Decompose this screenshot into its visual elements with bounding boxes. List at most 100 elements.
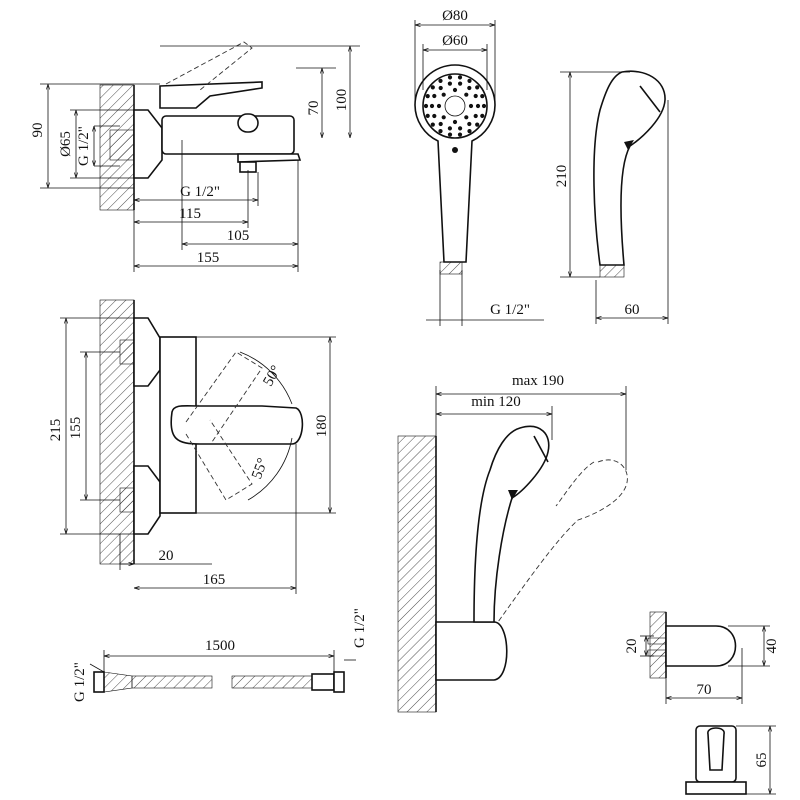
spray-nozzle (464, 115, 469, 120)
dim-50deg: 50° (260, 363, 284, 389)
shower-mounted (473, 425, 550, 623)
spray-nozzle (429, 103, 435, 109)
dim-g12-hose-right: G 1/2" (352, 608, 368, 648)
spray-nozzle (447, 81, 452, 86)
spray-nozzle (432, 93, 437, 99)
spray-nozzle (452, 119, 458, 125)
spray-nozzle (473, 93, 478, 99)
spray-nozzle (430, 122, 435, 127)
spray-nozzle (430, 85, 435, 90)
spray-nozzle (447, 132, 453, 137)
holder-side-view (640, 611, 770, 704)
dim-d65: Ø65 (58, 131, 74, 157)
holder-front-slot (707, 727, 725, 771)
dim-100: 100 (334, 89, 350, 112)
dim-1500: 1500 (205, 638, 235, 654)
mixer-handle (159, 81, 263, 109)
spray-nozzle (438, 121, 443, 127)
wall-hatch-front (99, 299, 135, 565)
mixer-front-view (60, 299, 336, 594)
upper-flange (133, 317, 161, 387)
spray-nozzle (447, 126, 452, 131)
spray-nozzle (438, 78, 443, 83)
handle-ghost-up (185, 351, 263, 443)
dim-70: 70 (306, 101, 322, 116)
spray-nozzle (452, 87, 458, 93)
spray-nozzle (480, 113, 485, 118)
shower-hose (89, 650, 356, 693)
dim-155-front: 155 (68, 417, 84, 440)
spray-nozzle (481, 103, 487, 109)
spray-nozzle (436, 103, 442, 109)
shower-ghost-max (497, 459, 628, 623)
hose-left-nut (93, 671, 105, 693)
shower-holder-assembly (397, 386, 628, 713)
spray-nozzle (473, 113, 478, 119)
spray-nozzle (467, 129, 472, 134)
mixer-side-view (40, 41, 360, 272)
dim-155-top: 155 (197, 250, 220, 266)
dim-g12-bottom: G 1/2" (180, 184, 220, 200)
spray-nozzle (458, 81, 463, 86)
holder-front-view (685, 725, 776, 795)
dim-210: 210 (554, 165, 570, 188)
shower-side-outline (593, 70, 666, 266)
dim-40-holder: 40 (764, 639, 780, 654)
spray-nozzle (425, 94, 430, 99)
dim-165: 165 (203, 572, 226, 588)
hose-left-cone (103, 671, 133, 693)
dim-60: 60 (625, 302, 640, 318)
wall-hatch-holder (397, 435, 437, 713)
front-handle (170, 404, 304, 445)
spray-nozzle (475, 103, 481, 109)
spray-nozzle (441, 92, 446, 97)
shower-head-side (560, 70, 669, 324)
spray-nozzle (425, 113, 430, 118)
spray-nozzle (467, 85, 472, 91)
dim-55deg: 55° (249, 456, 271, 481)
spray-nozzle (467, 78, 472, 83)
hose-right-section (231, 675, 313, 689)
spray-nozzle (458, 126, 463, 131)
dim-115: 115 (179, 206, 201, 222)
spout (237, 153, 302, 163)
dim-215: 215 (48, 419, 64, 442)
dim-min120: min 120 (471, 394, 521, 410)
dim-g12-hose-left: G 1/2" (72, 662, 88, 702)
spray-nozzle (457, 132, 463, 137)
dim-20: 20 (159, 548, 174, 564)
dim-d80: Ø80 (442, 8, 468, 24)
dim-70-holder: 70 (697, 682, 712, 698)
spray-nozzle (457, 75, 463, 80)
spray-nozzle (468, 103, 474, 109)
wall-holder (435, 621, 508, 681)
spray-nozzle (475, 122, 480, 127)
spray-nozzle (480, 94, 485, 99)
dim-max190: max 190 (512, 373, 564, 389)
holder-body-side (665, 625, 737, 667)
spray-nozzle (441, 115, 446, 120)
dim-105: 105 (227, 228, 250, 244)
dim-90: 90 (30, 123, 46, 138)
handle-ghost-down (185, 419, 253, 501)
spray-nozzle (432, 113, 437, 119)
holder-front-base (685, 781, 747, 795)
hose-left-section (131, 675, 213, 689)
diverter-knob (237, 113, 259, 133)
spray-nozzle (475, 85, 480, 90)
shower-head-front (414, 20, 544, 326)
holder-wall-hatch (649, 611, 667, 679)
spray-nozzle (464, 92, 469, 97)
spray-nozzle (467, 121, 472, 127)
dim-g12-shower: G 1/2" (490, 302, 530, 318)
spray-nozzle (423, 103, 429, 109)
hose-right-nut (311, 673, 335, 691)
dim-65-holder: 65 (754, 753, 770, 768)
mixer-body (161, 115, 295, 155)
dim-d60: Ø60 (442, 33, 468, 49)
lower-flange (133, 465, 161, 535)
spray-nozzle (447, 75, 453, 80)
dim-180: 180 (314, 415, 330, 438)
spray-nozzle (438, 129, 443, 134)
